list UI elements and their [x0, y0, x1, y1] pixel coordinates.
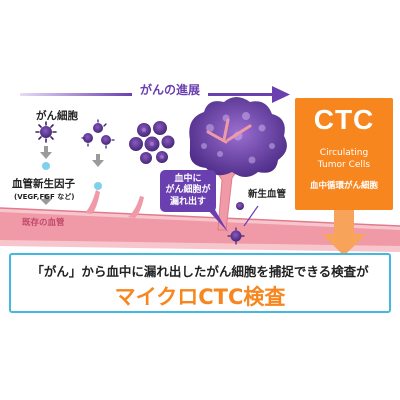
existing-vessel [0, 207, 400, 252]
new-vessel-pointer [243, 205, 259, 227]
cancer-cell-stage-1 [35, 121, 57, 143]
leak-callout-line-1: 血中に [174, 174, 202, 184]
ctc-subtitle-line-1: Circulating [319, 148, 369, 158]
cancer-cell-label: がん細胞 [36, 110, 78, 122]
ctc-japanese-name: 血中循環がん細胞 [309, 181, 378, 191]
ctc-box: CTC Circulating Tumor Cells 血中循環がん細胞 [295, 98, 393, 210]
growth-factor-examples: (VEGF,FGF など) [14, 193, 75, 201]
leaked-ctc-cells [227, 202, 245, 245]
progress-label: がんの進展 [140, 83, 201, 97]
cancer-cell-stage-2 [81, 119, 115, 149]
leak-callout-line-2: がん細胞が [165, 185, 211, 196]
ctc-subtitle-line-2: Tumor Cells [317, 160, 371, 170]
tumor-mass [189, 97, 287, 177]
leak-callout: 血中に がん細胞が 漏れ出す [160, 170, 216, 212]
leak-callout-line-3: 漏れ出す [169, 196, 206, 207]
growth-factor-dots [42, 162, 102, 190]
result-box: 「がん」から血中に漏れ出したがん細胞を捕捉できる検査が マイクロCTC検査 [9, 253, 391, 313]
callout-pointer [206, 208, 228, 232]
result-description: 「がん」から血中に漏れ出したがん細胞を捕捉できる検査が [31, 264, 369, 279]
growth-factor-label: 血管新生因子 [12, 178, 75, 190]
ctc-title: CTC [313, 104, 375, 135]
vessel-sprouts [85, 190, 144, 218]
new-vessel-label: 新生血管 [248, 189, 287, 200]
ctc-down-arrow [322, 210, 366, 256]
existing-vessel-label: 既存の血管 [22, 218, 65, 228]
cancer-cell-stage-3 [129, 121, 175, 164]
down-arrows [40, 146, 104, 205]
progression-arrow [20, 86, 290, 103]
result-test-name: マイクロCTC検査 [114, 285, 286, 309]
